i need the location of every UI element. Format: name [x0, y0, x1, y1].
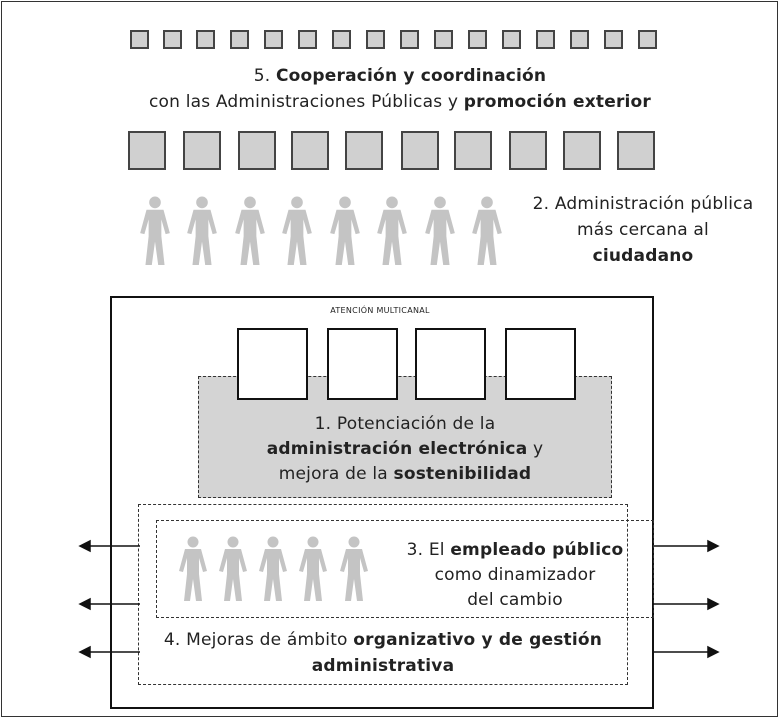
multichannel-label: ATENCIÓN MULTICANAL [330, 306, 430, 315]
inner-box [110, 296, 654, 709]
person-icon [218, 536, 248, 606]
small-square [230, 30, 249, 49]
section1-number: 1. [314, 414, 332, 434]
section2-line1: 2. Administración pública [532, 194, 754, 214]
section1-line2-plain: y [533, 439, 544, 459]
large-square [128, 131, 166, 170]
person-icon [139, 196, 171, 270]
small-square [163, 30, 182, 49]
section4-line1-plain: 4. Mejoras de ámbito [163, 630, 348, 650]
small-square [570, 30, 589, 49]
section3-line1-bold: empleado público [450, 540, 624, 560]
small-square [196, 30, 215, 49]
large-square [345, 131, 383, 170]
section5-title-bold: Cooperación y coordinación [275, 66, 547, 86]
large-square [454, 131, 492, 170]
section5-number: 5. [253, 66, 271, 86]
person-icon [471, 196, 503, 270]
large-square [238, 131, 276, 170]
channel-square-4 [505, 328, 576, 400]
small-square [638, 30, 657, 49]
section3-line2: como dinamizador [434, 565, 596, 585]
section1-line2-bold: administración electrónica [266, 439, 528, 459]
section5-subtitle-plain: con las Administraciones Públicas y [148, 92, 459, 112]
section5-subtitle-bold: promoción exterior [463, 92, 652, 112]
small-square [264, 30, 283, 49]
section3-box [156, 520, 654, 618]
large-square [291, 131, 329, 170]
channel-square-1 [237, 328, 308, 400]
person-icon [258, 536, 288, 606]
person-icon [329, 196, 361, 270]
large-square [401, 131, 439, 170]
section4-line2: administrativa [140, 654, 626, 678]
section1-line3-plain: mejora de la [278, 464, 388, 484]
small-square [298, 30, 317, 49]
section1-line3: mejora de la sostenibilidad [200, 462, 610, 486]
section4-line1: 4. Mejoras de ámbito organizativo y de g… [140, 628, 626, 652]
right-arrows [654, 539, 720, 659]
section5-title: 5. Cooperación y coordinación [100, 64, 700, 88]
small-square [130, 30, 149, 49]
section4-box [138, 504, 628, 685]
section1-line1-text: Potenciación de la [336, 414, 496, 434]
person-icon [186, 196, 218, 270]
section2-line3: ciudadano [508, 244, 778, 268]
large-square [183, 131, 221, 170]
person-icon [178, 536, 208, 606]
person-icon [234, 196, 266, 270]
small-square [400, 30, 419, 49]
person-icon [339, 536, 369, 606]
large-square [509, 131, 547, 170]
channel-square-2 [327, 328, 398, 400]
left-arrows [78, 539, 140, 659]
small-square [604, 30, 623, 49]
person-icon [281, 196, 313, 270]
small-square [332, 30, 351, 49]
large-square [563, 131, 601, 170]
section4-line1-bold: organizativo y de gestión [353, 630, 603, 650]
small-square [502, 30, 521, 49]
channel-square-3 [415, 328, 486, 400]
large-square [617, 131, 655, 170]
section1-line1: 1. Potenciación de la [200, 412, 610, 436]
section1-line2: administración electrónica y [200, 437, 610, 461]
section2-line2: más cercana al [577, 220, 709, 240]
section1-line3-bold: sostenibilidad [393, 464, 532, 484]
person-icon [376, 196, 408, 270]
section3-line1: 3. El empleado público [395, 538, 635, 562]
small-square [434, 30, 453, 49]
section5-subtitle: con las Administraciones Públicas y prom… [100, 90, 700, 114]
small-square [536, 30, 555, 49]
section2-line3-bold: ciudadano [592, 246, 694, 266]
section4-line2-bold: administrativa [311, 656, 455, 676]
small-square [468, 30, 487, 49]
person-icon [298, 536, 328, 606]
person-icon [424, 196, 456, 270]
small-square [366, 30, 385, 49]
section3-line3: del cambio [467, 590, 563, 610]
section3-number: 3. El [406, 540, 445, 560]
